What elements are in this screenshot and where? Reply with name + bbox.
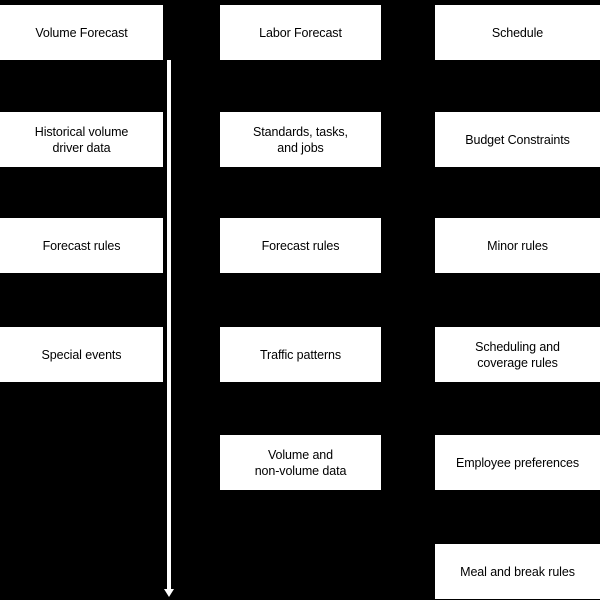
node-schedule-item-0[interactable]: Budget Constraints — [435, 112, 600, 167]
downward-flow-arrow-line — [167, 60, 171, 589]
node-labor-forecast-item-3[interactable]: Volume and non-volume data — [220, 435, 381, 490]
node-volume-forecast-item-0[interactable]: Historical volume driver data — [0, 112, 163, 167]
node-labor-forecast-item-2[interactable]: Traffic patterns — [220, 327, 381, 382]
node-volume-forecast-item-1[interactable]: Forecast rules — [0, 218, 163, 273]
node-schedule-item-3[interactable]: Employee preferences — [435, 435, 600, 490]
node-schedule-item-2[interactable]: Scheduling and coverage rules — [435, 327, 600, 382]
node-schedule-item-4[interactable]: Meal and break rules — [435, 544, 600, 599]
downward-flow-arrow-head-icon — [164, 589, 174, 597]
node-schedule-header[interactable]: Schedule — [435, 5, 600, 60]
node-volume-forecast-item-2[interactable]: Special events — [0, 327, 163, 382]
node-labor-forecast-item-1[interactable]: Forecast rules — [220, 218, 381, 273]
node-labor-forecast-item-0[interactable]: Standards, tasks, and jobs — [220, 112, 381, 167]
node-volume-forecast-header[interactable]: Volume Forecast — [0, 5, 163, 60]
node-labor-forecast-header[interactable]: Labor Forecast — [220, 5, 381, 60]
node-schedule-item-1[interactable]: Minor rules — [435, 218, 600, 273]
